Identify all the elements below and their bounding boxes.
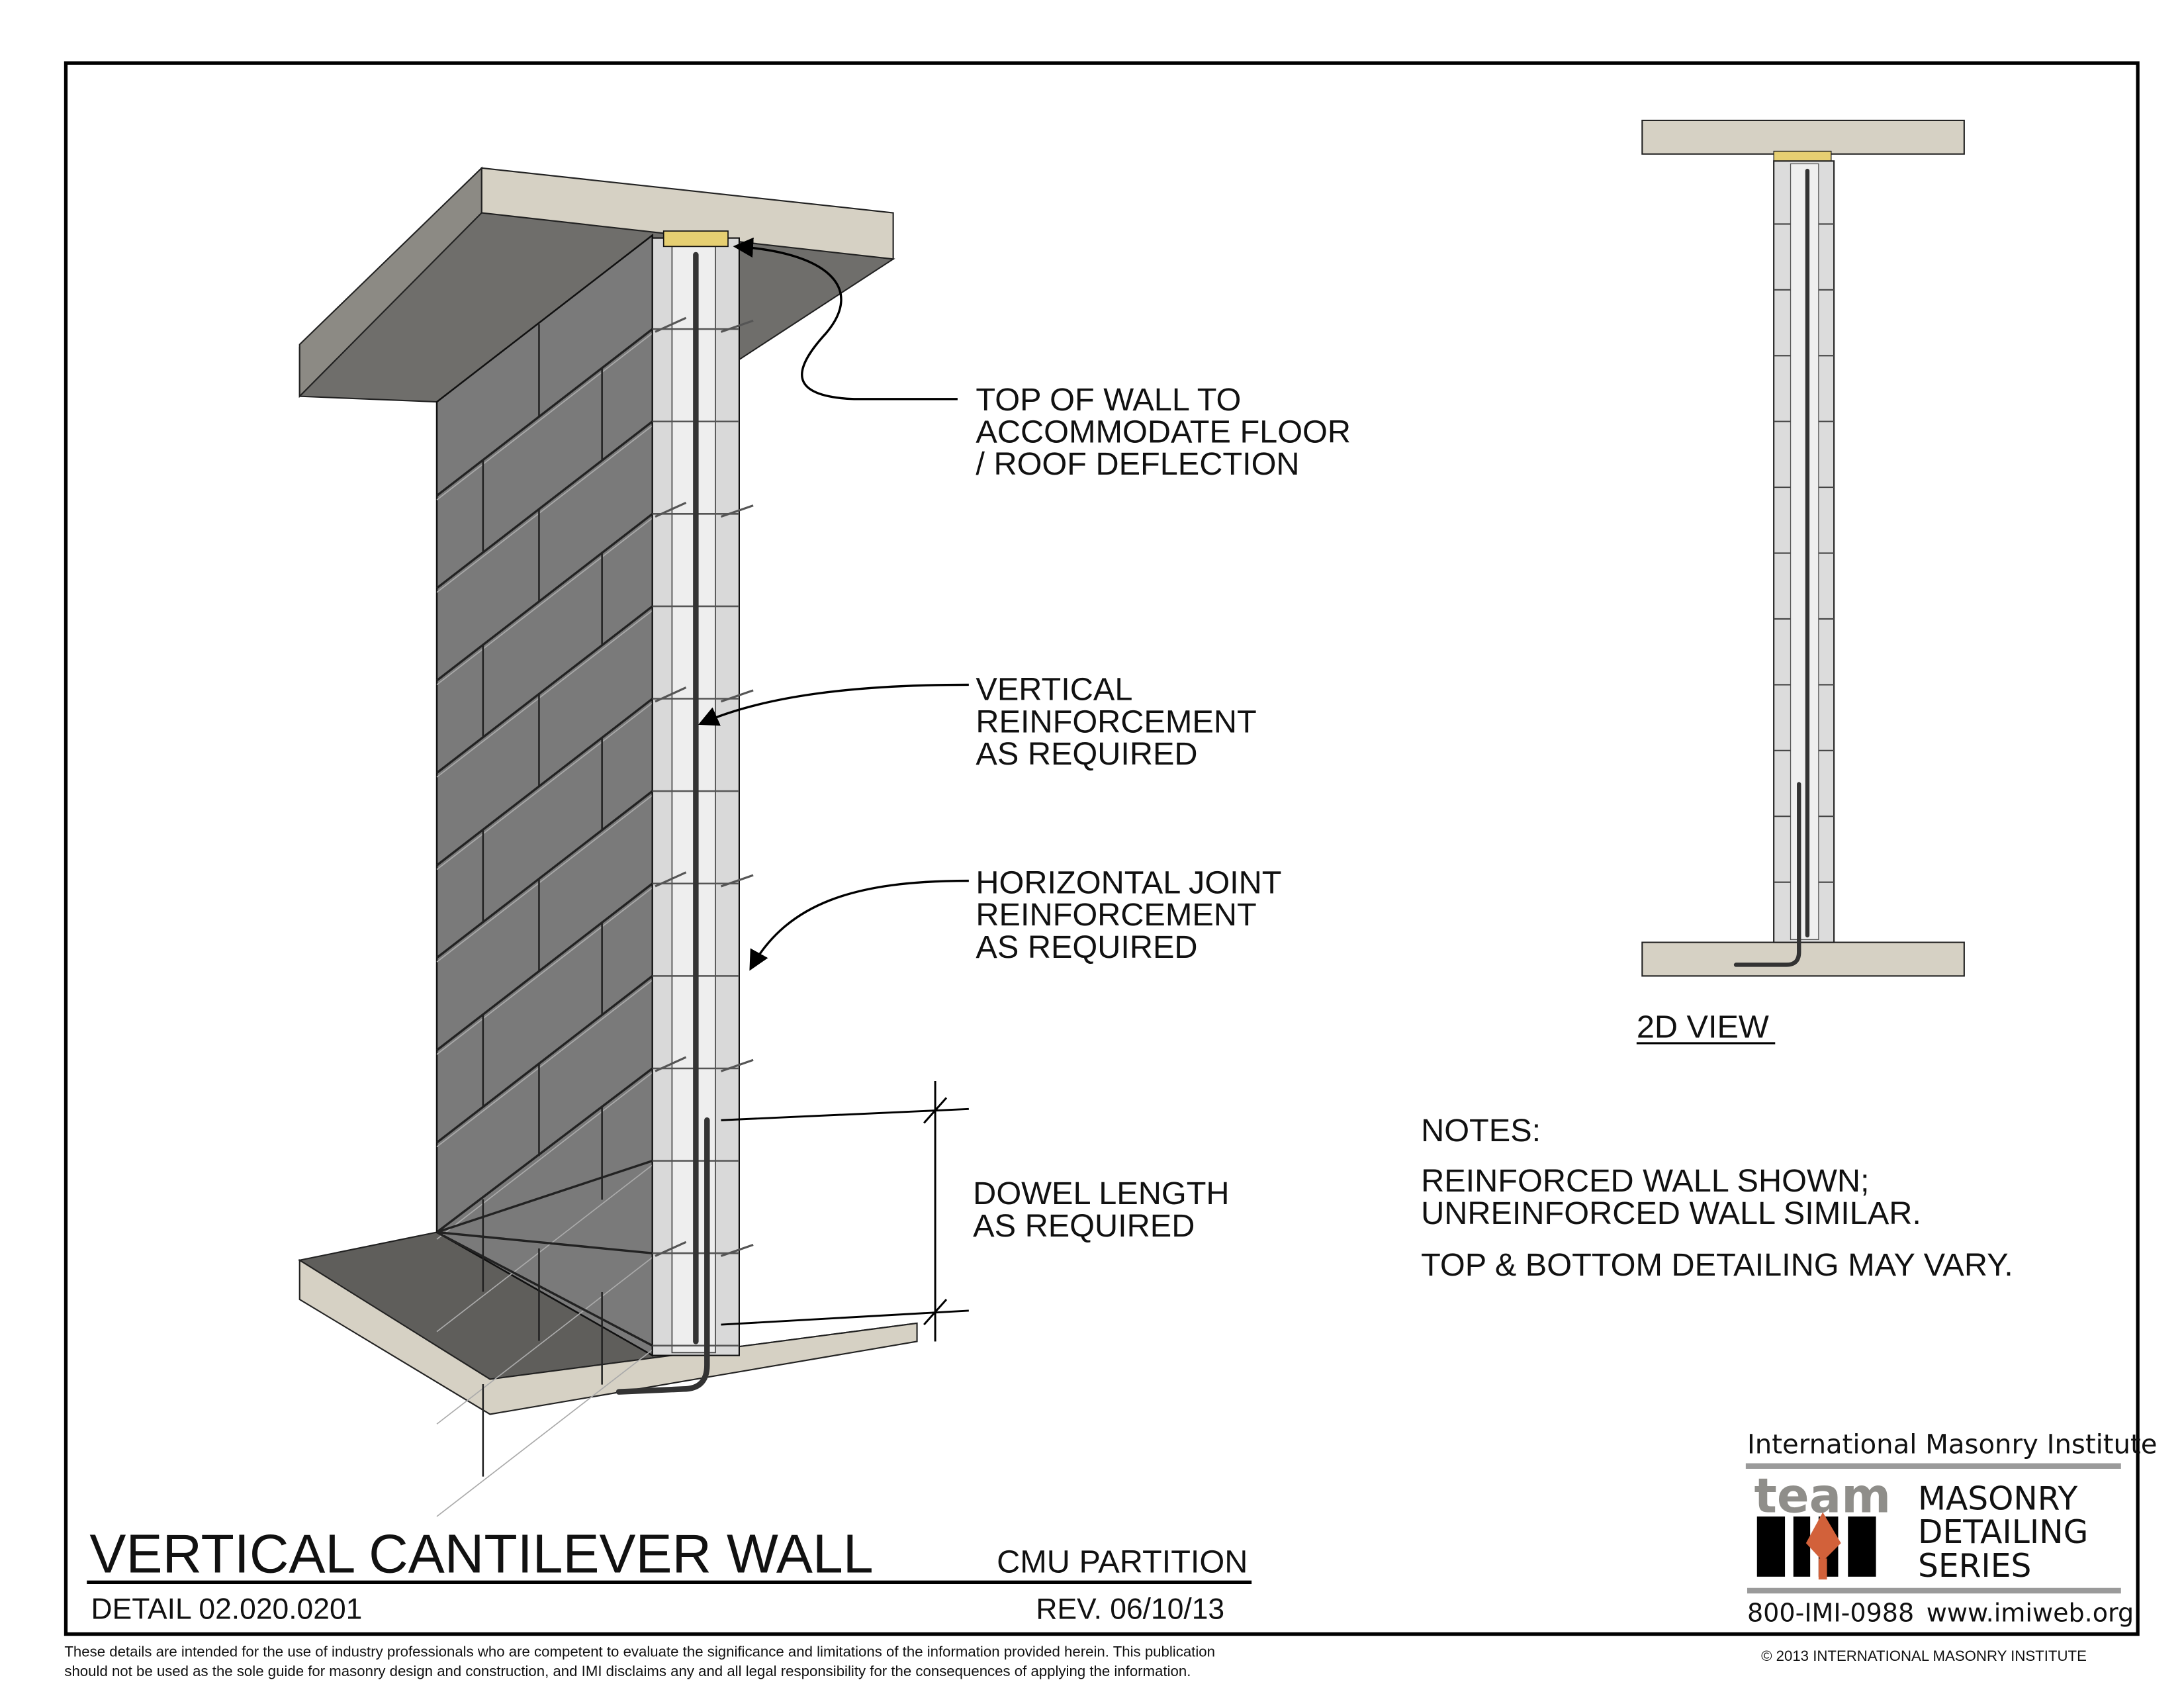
isometric-view (297, 166, 918, 1517)
label-line: DOWEL LENGTH (973, 1176, 1229, 1211)
logo-imi-mark (1756, 1512, 1876, 1580)
label-line: REINFORCEMENT (976, 704, 1256, 739)
imi-logo: International Masonry Institute team MAS… (1745, 1430, 2158, 1628)
joints-2d (1774, 223, 1835, 883)
joint-wire (720, 1244, 754, 1257)
joint-wire (655, 501, 687, 518)
dowel-2d (1733, 782, 1801, 967)
mortar-joints (436, 324, 653, 1517)
bed-joint (436, 605, 653, 774)
cell-2d (1790, 163, 1819, 941)
leader-top-of-wall (733, 237, 958, 400)
joint-wire (720, 874, 754, 888)
bed-joint (436, 698, 653, 867)
bed-joint-highlight (436, 887, 653, 1055)
dowel-dimension (721, 1081, 969, 1342)
detail-number: DETAIL 02.020.0201 (91, 1593, 363, 1625)
logo-series-line: MASONRY (1918, 1480, 2077, 1517)
disclaimer-line: These details are intended for the use o… (64, 1643, 1215, 1660)
bed-joint-highlight (436, 1164, 653, 1333)
joint-wire (720, 689, 754, 703)
section-2d-view (1641, 119, 1965, 977)
drawing-subtitle: CMU PARTITION (997, 1544, 1248, 1579)
joint-wire (655, 316, 687, 333)
copyright: © 2013 INTERNATIONAL MASONRY INSTITUTE (1761, 1648, 2087, 1664)
logo-series-line: SERIES (1918, 1548, 2031, 1585)
joint-wire (720, 319, 754, 333)
revision-date: REV. 06/10/13 (1036, 1593, 1224, 1625)
bed-joint-highlight (436, 332, 653, 500)
label-line: TOP OF WALL TO (976, 382, 1241, 418)
bed-joint (436, 790, 653, 959)
bed-joint (436, 420, 653, 589)
sheet-border (64, 61, 2140, 1636)
horizontal-joint-reinforcement (655, 316, 754, 1257)
bed-joint-highlight (436, 425, 653, 593)
label-line: REINFORCEMENT (976, 897, 1256, 933)
bed-joint (436, 975, 653, 1144)
bed-joint-highlight (436, 610, 653, 778)
leader-horizontal-reinf (749, 879, 969, 971)
view-2d-label: 2D VIEW (1637, 1009, 1769, 1045)
label-horizontal-reinforcement: HORIZONTAL JOINT REINFORCEMENT AS REQUIR… (976, 865, 1281, 965)
logo-series-line: DETAILING (1918, 1514, 2088, 1551)
note-line: REINFORCED WALL SHOWN; (1421, 1163, 1869, 1199)
disclaimer-line: should not be used as the sole guide for… (64, 1663, 1191, 1679)
notes-heading: NOTES: (1421, 1113, 1541, 1149)
bed-joint (436, 1231, 653, 1347)
bed-joint-highlight (436, 980, 653, 1148)
bed-joint (436, 328, 653, 497)
joint-wire (655, 1241, 687, 1257)
bottom-slab-2d (1641, 941, 1965, 977)
bed-joint (436, 1067, 653, 1233)
label-line: / ROOF DEFLECTION (976, 446, 1299, 482)
note-line: UNREINFORCED WALL SIMILAR. (1421, 1196, 1921, 1231)
top-slab-end (298, 166, 482, 399)
note-line: TOP & BOTTOM DETAILING MAY VARY. (1421, 1247, 2013, 1283)
deflection-filler (662, 230, 729, 248)
label-line: AS REQUIRED (976, 736, 1197, 772)
filler-2d (1773, 150, 1832, 162)
label-line: HORIZONTAL JOINT (976, 865, 1281, 901)
joint-wire (720, 504, 754, 518)
joint-wire (655, 686, 687, 703)
label-vertical-reinforcement: VERTICAL REINFORCEMENT AS REQUIRED (976, 672, 1256, 772)
bottom-slab-edge (298, 1258, 918, 1415)
joint-wire (655, 871, 687, 888)
logo-website[interactable]: www.imiweb.org (1927, 1599, 2134, 1628)
bed-joint-highlight (436, 794, 653, 962)
trowel-icon (1805, 1512, 1841, 1562)
leader-vertical-reinf (698, 683, 969, 726)
label-line: AS REQUIRED (973, 1208, 1195, 1244)
label-top-of-wall: TOP OF WALL TO ACCOMMODATE FLOOR / ROOF … (976, 382, 1351, 482)
bed-joint-highlight (436, 1349, 653, 1517)
logo-phone: 800-IMI-0988 (1747, 1599, 1914, 1628)
bed-joint (436, 1231, 653, 1254)
cmu-wall-face (435, 233, 654, 1357)
bed-joint-highlight (436, 702, 653, 870)
label-line: ACCOMMODATE FLOOR (976, 414, 1351, 449)
bed-joint (436, 882, 653, 1051)
notes: NOTES: REINFORCED WALL SHOWN; UNREINFORC… (1421, 1113, 2013, 1283)
bed-joint-highlight (436, 1072, 653, 1240)
label-dowel-length: DOWEL LENGTH AS REQUIRED (973, 1176, 1229, 1244)
bed-joint-highlight (436, 517, 653, 686)
label-line: AS REQUIRED (976, 929, 1197, 965)
label-line: VERTICAL (976, 672, 1132, 708)
bed-joint (436, 1159, 653, 1234)
top-slab-2d (1641, 119, 1965, 155)
bed-joint (436, 512, 653, 682)
dowel-bar (615, 1117, 710, 1395)
bed-joint-highlight (436, 1256, 653, 1425)
joint-wire (720, 1058, 754, 1072)
joint-wire (655, 1056, 687, 1072)
logo-org-name: International Masonry Institute (1747, 1430, 2158, 1460)
drawing-title: VERTICAL CANTILEVER WALL (89, 1523, 873, 1584)
